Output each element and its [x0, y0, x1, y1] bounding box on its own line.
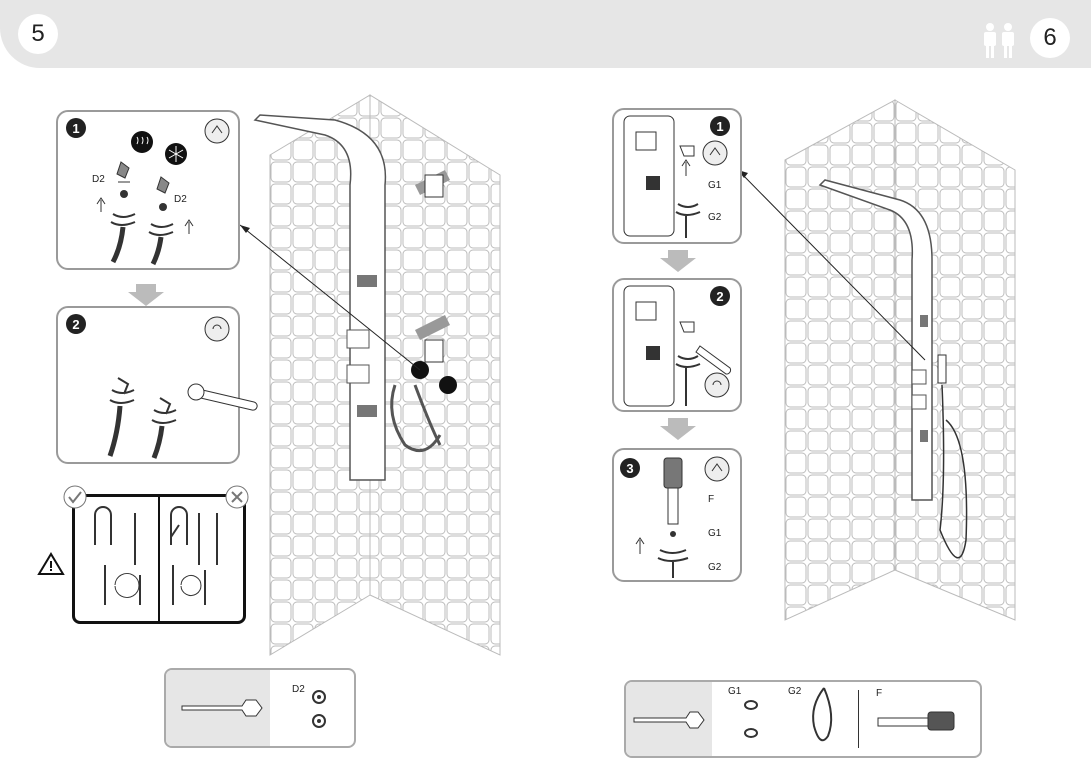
down-arrow-3: [660, 418, 696, 440]
hose-fittings-illustration: [96, 161, 194, 266]
step-number: 3: [620, 458, 640, 478]
tighten-icon: [204, 316, 230, 342]
panel-closeup-illustration: [623, 115, 701, 238]
panel-wrench-illustration: [623, 285, 732, 407]
hand-shower-icon: [877, 711, 955, 731]
washer-icon: [744, 728, 758, 738]
label-d2: D2: [292, 684, 305, 695]
page-number-left: 5: [18, 14, 58, 54]
down-arrow-2: [660, 250, 696, 272]
shower-panel-right: [818, 179, 968, 559]
wrench-and-hoses-illustration: [107, 377, 258, 459]
label-g2: G2: [788, 686, 802, 697]
header-bar: [0, 0, 1091, 68]
down-arrow-1: [128, 284, 164, 306]
page-number-right: 6: [1030, 18, 1070, 58]
step2-panel-left: 2: [56, 306, 258, 464]
hand-tighten-icon: [702, 140, 728, 166]
hand-tighten-icon: [704, 456, 730, 482]
step-number: 2: [710, 286, 730, 306]
step2-panel-right: 2: [612, 278, 742, 412]
step1-panel-right: 1 G1 G2: [612, 108, 742, 244]
hose-icon: [812, 687, 833, 742]
tile-wall-left: [269, 94, 501, 656]
hand-shower-illustration: [635, 457, 689, 578]
check-icon: [63, 485, 87, 509]
hot-water-icon: [131, 131, 153, 153]
step-number: 1: [710, 116, 730, 136]
correct-wrong-panel: [63, 485, 249, 624]
parts-box-right: G1 G2 F: [624, 680, 982, 758]
wrong-hose-illustration: [170, 506, 218, 605]
wrench-icon: [181, 699, 263, 717]
step-number: 2: [66, 314, 86, 334]
label-g1: G1: [708, 180, 722, 191]
wrench-icon: [633, 711, 705, 729]
step1-panel-left: 1 D2 D2: [56, 110, 240, 270]
label-g2: G2: [708, 212, 722, 223]
step-number: 1: [66, 118, 86, 138]
label-d2-b: D2: [174, 194, 187, 205]
label-g2: G2: [708, 562, 722, 573]
washer-icon: [312, 714, 326, 728]
washer-icon: [312, 690, 326, 704]
step3-panel-right: 3 F G1 G2: [612, 448, 742, 582]
cross-icon: [225, 485, 249, 509]
label-g1: G1: [728, 686, 742, 697]
label-d2-a: D2: [92, 174, 105, 185]
washer-icon: [744, 700, 758, 710]
warning-triangle-icon: [37, 552, 65, 575]
label-g1: G1: [708, 528, 722, 539]
correct-hose-illustration: [94, 506, 141, 605]
label-f: F: [708, 494, 715, 505]
parts-box-left: D2: [164, 668, 356, 748]
two-persons-icon: [984, 23, 1014, 58]
tighten-icon: [704, 372, 730, 398]
cold-water-icon: [165, 143, 187, 165]
hand-tighten-icon: [204, 118, 230, 144]
label-f: F: [876, 688, 883, 699]
